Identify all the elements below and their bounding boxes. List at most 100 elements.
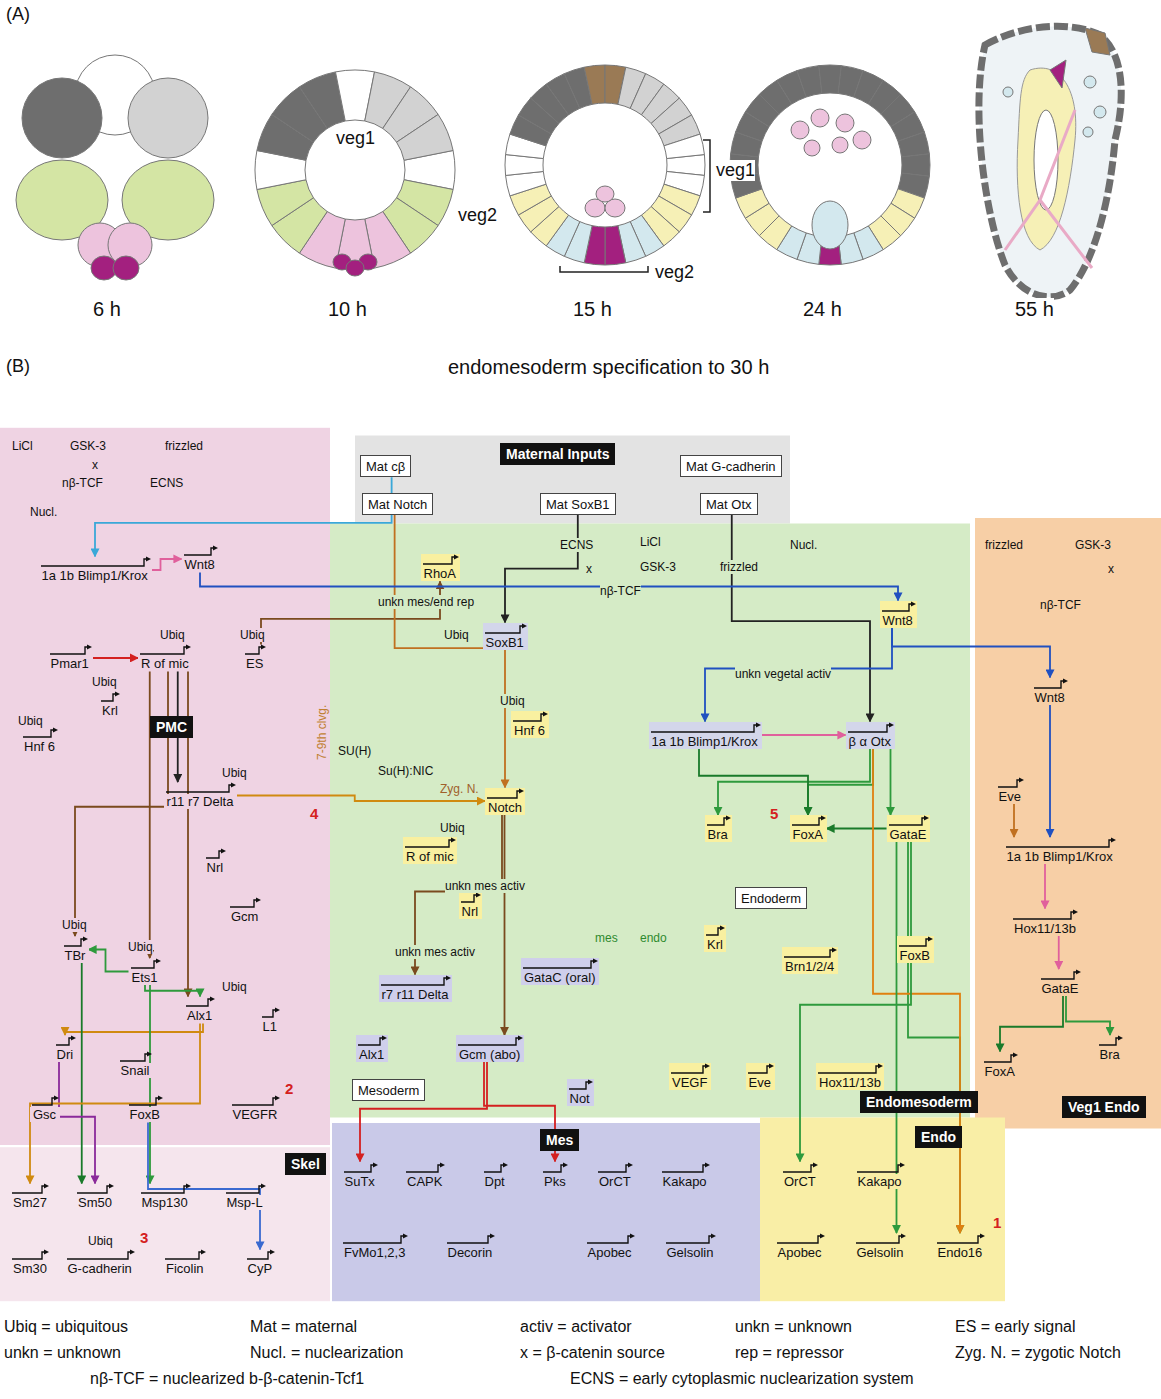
gene-name: GataE xyxy=(1039,981,1082,996)
connector xyxy=(890,749,892,816)
annotation: LiCl xyxy=(12,439,33,453)
label-slot: 4 xyxy=(310,805,318,823)
gene-name: Hox11/13b xyxy=(1011,921,1079,936)
gene-name: Krl xyxy=(99,703,121,718)
promoter-arrow xyxy=(821,816,826,821)
abbreviation-key: ES = early signal xyxy=(955,1318,1076,1336)
promoter-line xyxy=(818,1066,880,1073)
region-panel: Maternal InputsMat cβMat G-cadherinMat N… xyxy=(355,436,790,524)
callout-number: 4 xyxy=(310,805,318,822)
label-slot: ES = early signal xyxy=(955,1318,1076,1336)
gene-glyph xyxy=(54,1035,77,1047)
gene-node: Gcm xyxy=(228,897,262,924)
abbreviation-key: x = β-catenin source xyxy=(520,1344,665,1362)
region-label-slot: Veg1 Endo xyxy=(1062,1096,1146,1118)
gene-glyph xyxy=(935,1233,986,1245)
connector xyxy=(1058,936,1060,970)
gene-node: Dri xyxy=(54,1035,77,1062)
label-slot: nβ-TCF xyxy=(600,581,641,599)
gene-glyph xyxy=(445,1233,496,1245)
gene-name: Endo16 xyxy=(935,1245,986,1260)
gene-glyph xyxy=(163,1249,207,1261)
region-panel: SkelSm27Sm50Msp130Msp-LSm30G-cadherinFic… xyxy=(0,1147,330,1301)
promoter-line xyxy=(344,1165,375,1172)
gene-glyph xyxy=(485,788,525,800)
gene-name: Pks xyxy=(541,1174,569,1189)
region-label-slot: Maternal Inputs xyxy=(500,443,615,465)
embryo-cell xyxy=(596,186,614,202)
gene-name: 1a 1b Blimp1/Krox xyxy=(1004,849,1117,864)
abbreviation-key: nβ-TCF = nuclearized b-β-catenin-Tcf1 xyxy=(90,1370,364,1388)
gene-name: FvMo1,2,3 xyxy=(341,1245,409,1260)
promoter-line xyxy=(141,1186,188,1193)
label-slot: unkn mes/end rep xyxy=(378,592,474,610)
label-slot: 2 xyxy=(285,1080,293,1098)
abbreviation-key: unkn = unknown xyxy=(4,1344,121,1362)
gene-node: Snail xyxy=(118,1051,153,1078)
gene-node: Msp-L xyxy=(224,1183,267,1210)
gene-node: RhoA xyxy=(421,554,460,581)
connector xyxy=(95,477,392,556)
box-text: Mat Otx xyxy=(706,497,752,512)
label-slot: Ubiq xyxy=(222,763,247,781)
label-slot: Nucl. xyxy=(790,535,817,553)
annotation: mes xyxy=(595,931,618,945)
larva-cell xyxy=(1050,60,1066,88)
label-slot: 6 h xyxy=(93,298,121,321)
promoter-line xyxy=(856,1236,903,1243)
gene-glyph xyxy=(781,1162,819,1174)
promoter-line xyxy=(1034,681,1065,688)
promoter-arrow xyxy=(440,1162,445,1167)
gene-name: Gcm (abo) xyxy=(456,1047,524,1062)
label-box: Mat Otx xyxy=(700,493,758,515)
embryo-cell xyxy=(664,134,704,158)
promoter-line xyxy=(262,1010,277,1017)
embryo-cell xyxy=(902,154,930,176)
gene-node: Decorin xyxy=(445,1233,496,1260)
label-slot: SU(H) xyxy=(338,741,371,759)
region-ground xyxy=(0,428,330,1145)
promoter-line xyxy=(569,1082,590,1089)
gene-node: Kakapo xyxy=(660,1162,711,1189)
gene-name: Kakapo xyxy=(660,1174,711,1189)
connector xyxy=(360,1062,487,1162)
label-box: Endoderm xyxy=(735,887,807,909)
annotation: (B) xyxy=(6,356,30,377)
promoter-line xyxy=(458,1038,520,1045)
embryo-cell xyxy=(898,132,929,157)
connector xyxy=(237,795,486,801)
promoter-line xyxy=(523,961,595,968)
gene-name: GataC (oral) xyxy=(521,970,599,985)
region-label: Endo xyxy=(915,1126,962,1148)
promoter-line xyxy=(247,1252,272,1259)
promoter-arrow xyxy=(630,1234,635,1239)
promoter-arrow xyxy=(543,711,548,716)
promoter-arrow xyxy=(213,546,218,551)
connector xyxy=(59,1062,95,1184)
connector xyxy=(149,671,151,958)
gene-node: Pmar1 xyxy=(48,644,93,671)
promoter-line xyxy=(12,1252,46,1259)
gene-node: Alx1 xyxy=(184,996,216,1023)
promoter-line xyxy=(405,840,453,847)
gene-glyph xyxy=(228,897,262,909)
gene-glyph xyxy=(596,1162,634,1174)
gene-name: SuTx xyxy=(342,1174,379,1189)
gene-glyph xyxy=(260,1007,281,1019)
promoter-arrow xyxy=(563,1162,568,1167)
promoter-line xyxy=(131,961,158,968)
promoter-arrow xyxy=(1076,970,1081,975)
gene-name: 1a 1b Blimp1/Krox xyxy=(649,734,762,749)
gene-glyph xyxy=(224,1183,267,1195)
label-box: Mat SoxB1 xyxy=(540,493,616,515)
gene-glyph xyxy=(887,815,930,827)
promoter-arrow xyxy=(928,937,933,942)
label-slot: 3 xyxy=(140,1229,148,1247)
connector xyxy=(699,749,808,816)
abbreviation-key: activ = activator xyxy=(520,1318,632,1336)
promoter-arrow xyxy=(221,848,226,853)
gene-name: Apobec xyxy=(585,1245,636,1260)
gene-name: R of mic xyxy=(403,849,457,864)
promoter-arrow xyxy=(900,1162,905,1167)
